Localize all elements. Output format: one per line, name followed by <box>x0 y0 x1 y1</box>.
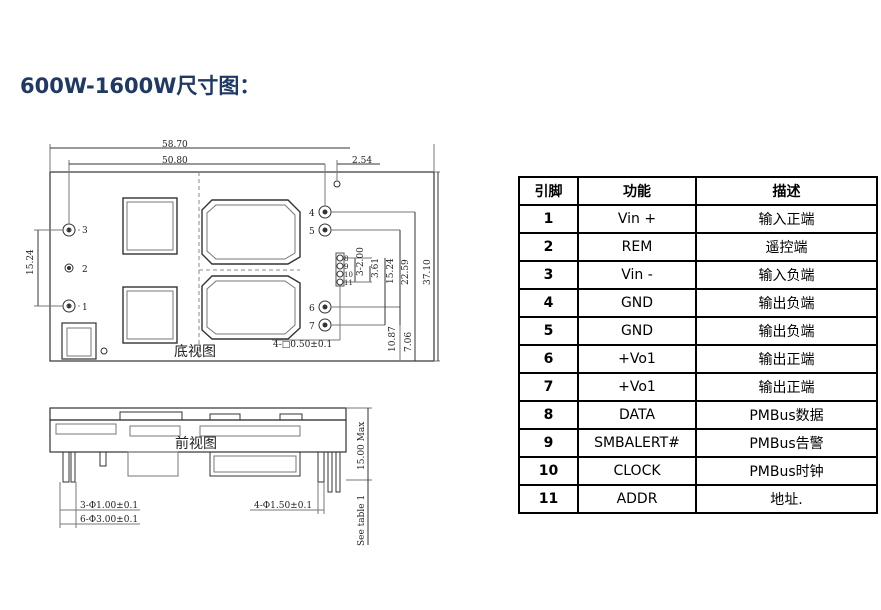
pin-10 <box>336 270 344 278</box>
pin-label-9: 9 <box>344 263 348 271</box>
pin-11 <box>336 278 344 286</box>
pin-number: 10 <box>518 456 579 486</box>
pin-2 <box>64 263 74 273</box>
pin-function: +Vo1 <box>577 372 697 402</box>
bottom-view-label: 底视图 <box>174 344 216 360</box>
pin-label-4: 4 <box>309 209 315 219</box>
table-row: 1 Vin + 输入正端 <box>518 204 878 234</box>
pin-9 <box>336 262 344 270</box>
pin-number: 6 <box>518 344 579 374</box>
pin-label-2: 2 <box>82 265 88 275</box>
pin-spec-3: 4-Φ1.50±0.1 <box>254 501 312 511</box>
dim-2-54: 2.54 <box>352 156 372 166</box>
pin-function: GND <box>577 288 697 318</box>
pin-number: 9 <box>518 428 579 458</box>
output-pad-bottom <box>201 275 301 340</box>
dim-22-59: 22.59 <box>401 259 411 285</box>
pin-description: 输出正端 <box>695 372 878 402</box>
dim-7-06: 7.06 <box>404 332 414 352</box>
dim-left-15-24: 15.24 <box>26 249 36 275</box>
small-pin-spec: 4-□0.50±0.1 <box>273 340 332 350</box>
output-busbar <box>209 451 301 477</box>
pin-label-8: 8 <box>344 255 348 263</box>
table-row: 6 +Vo1 输出正端 <box>518 344 878 374</box>
module-body <box>49 419 347 453</box>
bottom-view-labels: 58.70 50.80 2.54 15.24 3-2.00 3.61 15.24… <box>26 140 433 360</box>
pin-function: CLOCK <box>577 456 697 486</box>
dim-58-70: 58.70 <box>162 140 188 150</box>
table-row: 8 DATA PMBus数据 <box>518 400 878 430</box>
pin-function: GND <box>577 316 697 346</box>
pin-function: DATA <box>577 400 697 430</box>
header-pin: 引脚 <box>518 176 579 206</box>
pin-number: 5 <box>518 316 579 346</box>
pin-number: 2 <box>518 232 579 262</box>
pin-label-6: 6 <box>309 304 315 314</box>
pin-number: 4 <box>518 288 579 318</box>
dim-50-80: 50.80 <box>162 156 188 166</box>
magnetic-pad-bottom <box>122 286 178 344</box>
pin-number: 11 <box>518 484 579 514</box>
pin-number: 7 <box>518 372 579 402</box>
pin-description: 输入负端 <box>695 260 878 290</box>
table-row: 7 +Vo1 输出正端 <box>518 372 878 402</box>
dim-3-2-00: 3-2.00 <box>356 247 366 276</box>
pin-8 <box>336 254 344 262</box>
table-row: 2 REM 遥控端 <box>518 232 878 262</box>
pin-label-7: 7 <box>309 322 315 332</box>
pin-function: Vin + <box>577 204 697 234</box>
magnetic-pad-top <box>122 197 178 255</box>
pin-description: 输入正端 <box>695 204 878 234</box>
table-row: 10 CLOCK PMBus时钟 <box>518 456 878 486</box>
table-row: 3 Vin - 输入负端 <box>518 260 878 290</box>
dim-3-61: 3.61 <box>371 258 381 278</box>
pin-description: 输出正端 <box>695 344 878 374</box>
dim-37-10: 37.10 <box>423 259 433 285</box>
table-row: 9 SMBALERT# PMBus告警 <box>518 428 878 458</box>
pin-description: PMBus告警 <box>695 428 878 458</box>
connector-block <box>61 322 97 360</box>
pin-description: PMBus时钟 <box>695 456 878 486</box>
pin-description: 输出负端 <box>695 316 878 346</box>
pin-function: Vin - <box>577 260 697 290</box>
pin-spec-2: 6-Φ3.00±0.1 <box>80 515 138 525</box>
pin-label-11: 11 <box>344 279 353 287</box>
pin-description: 地址. <box>695 484 878 514</box>
pin-function: REM <box>577 232 697 262</box>
pin-number: 1 <box>518 204 579 234</box>
table-row: 4 GND 输出负端 <box>518 288 878 318</box>
board-outline <box>49 171 435 362</box>
pin-function: ADDR <box>577 484 697 514</box>
table-row: 11 ADDR 地址. <box>518 484 878 514</box>
page-title: 600W-1600W尺寸图： <box>20 74 261 98</box>
pin-number: 3 <box>518 260 579 290</box>
bottom-view <box>34 144 440 362</box>
front-view-labels: 前视图 15.00 Max See table 1 3-Φ1.00±0.1 6-… <box>80 422 367 546</box>
pin-function-table: 引脚 功能 描述 1 Vin + 输入正端 2 REM 遥控端 3 Vin - … <box>518 176 878 514</box>
output-pad-top <box>201 199 301 265</box>
pin-number: 8 <box>518 400 579 430</box>
pin-function: SMBALERT# <box>577 428 697 458</box>
pin-description: 遥控端 <box>695 232 878 262</box>
table-header-row: 引脚 功能 描述 <box>518 176 878 206</box>
pin-label-3: 3 <box>82 226 88 236</box>
pin-description: 输出负端 <box>695 288 878 318</box>
pin-spec-1: 3-Φ1.00±0.1 <box>80 501 138 511</box>
table-row: 5 GND 输出负端 <box>518 316 878 346</box>
pin-description: PMBus数据 <box>695 400 878 430</box>
see-table-note: See table 1 <box>357 495 367 546</box>
pin-label-1: 1 <box>82 303 88 313</box>
dim-10-87: 10.87 <box>388 326 398 352</box>
header-description: 描述 <box>695 176 878 206</box>
height-max: 15.00 Max <box>357 422 367 470</box>
pin-function: +Vo1 <box>577 344 697 374</box>
pin-label-10: 10 <box>344 271 353 279</box>
dim-15-24: 15.24 <box>386 258 396 284</box>
front-view-label: 前视图 <box>175 435 217 452</box>
front-view <box>49 407 372 545</box>
pin-label-5: 5 <box>309 227 315 237</box>
header-function: 功能 <box>577 176 697 206</box>
